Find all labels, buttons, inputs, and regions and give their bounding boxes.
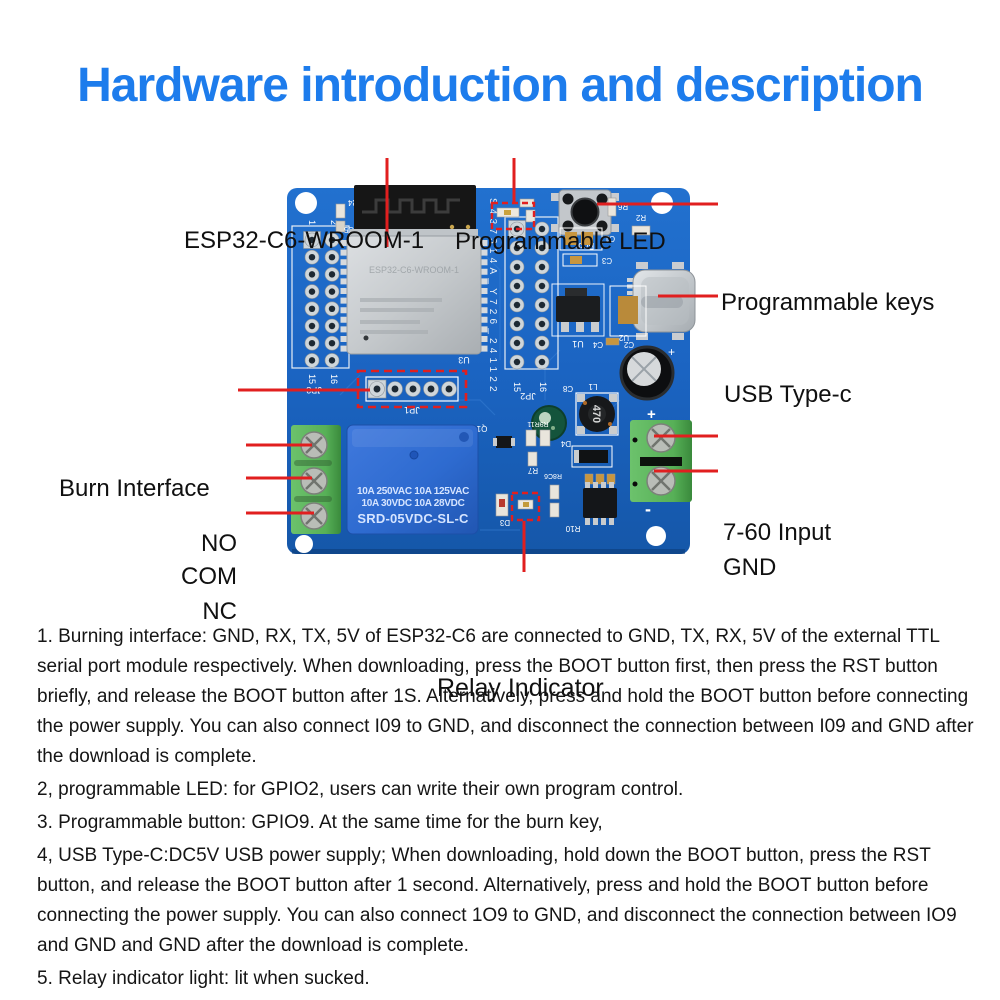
serial-silkscreen: S437314A_Y726_241122 xyxy=(487,198,498,396)
silkscreen-r8c6: R8C6 xyxy=(544,472,562,479)
silkscreen-cap-plus: + xyxy=(668,345,675,359)
silkscreen-r2: R2 xyxy=(635,213,646,222)
description-text: 1. Burning interface: GND, RX, TX, 5V of… xyxy=(37,622,982,997)
silkscreen-jp1: JP1 xyxy=(404,405,420,415)
shield-etched-text: ESP32-C6-WROOM-1 xyxy=(369,265,459,275)
silkscreen-pin1: 1 xyxy=(307,220,317,225)
callout-label-7-60-input: 7-60 Input xyxy=(723,519,832,546)
silkscreen-u1: U1 xyxy=(572,339,584,349)
shield-etched-lines xyxy=(360,298,442,334)
callout-label-burn-interface: Burn Interface xyxy=(59,475,210,502)
relay-rating-line2: 10A 30VDC 10A 28VDC xyxy=(361,498,464,509)
callout-label-gnd: GND xyxy=(723,554,777,581)
silkscreen-c8: C8 xyxy=(562,384,573,393)
callout-label-relay-indicator: Relay Indicator xyxy=(437,674,604,702)
callout-label-com: COM xyxy=(181,563,237,590)
silkscreen-c1: C1 xyxy=(604,234,615,243)
boot-button: Boot xyxy=(551,189,619,251)
electrolytic-capacitor: + xyxy=(619,345,675,401)
jp1-burn-header: JP1 xyxy=(356,369,468,415)
page-title: Hardware introduction and description xyxy=(77,59,924,113)
silkscreen-minus: - xyxy=(645,499,651,519)
silkscreen-c2: C2 xyxy=(623,340,634,349)
relay-model-text: SRD-05VDC-SL-C xyxy=(357,511,469,526)
description-paragraph-3: 3. Programmable button: GPIO9. At the sa… xyxy=(37,812,603,833)
silkscreen-jp2-15: 15 xyxy=(512,382,522,392)
usb-c-port: U2 C4 xyxy=(592,262,696,349)
silkscreen-u2: U2 xyxy=(618,333,629,342)
description-paragraph-5: 5. Relay indicator light: lit when sucke… xyxy=(37,968,370,989)
callout-lines xyxy=(238,158,718,572)
silkscreen-r6: R6 xyxy=(617,202,628,211)
jp1-highlight-box xyxy=(356,369,468,409)
regulator-u1: U1 xyxy=(551,283,605,349)
relay-rating-line1: 10A 250VAC 10A 125VAC xyxy=(357,486,469,497)
silkscreen-470: 470 xyxy=(590,405,602,423)
silkscreen-plus: + xyxy=(647,406,656,423)
silkscreen-pin2: 2 xyxy=(329,220,339,225)
silkscreen-c4: C4 xyxy=(592,340,603,349)
antenna-meander xyxy=(362,198,460,214)
mounting-hole xyxy=(646,526,666,546)
relay-indicator-led: D3 xyxy=(495,491,541,527)
silkscreen-r7: R7 xyxy=(527,466,538,475)
description-paragraph-1: 1. Burning interface: GND, RX, TX, 5V of… xyxy=(37,626,974,767)
silkscreen-pin16: 16 xyxy=(329,374,339,384)
description-paragraph-2: 2, programmable LED: for GPIO2, users ca… xyxy=(37,779,684,800)
silkscreen-l1: L1 xyxy=(588,382,597,391)
metal-shield xyxy=(346,235,482,355)
relay: 10A 250VAC 10A 125VAC 10A 30VDC 10A 28VD… xyxy=(346,424,479,535)
power-terminal-block: + - xyxy=(630,406,692,519)
top-left-passives: R4 C5 xyxy=(335,198,358,234)
capacitor-c2: C2 xyxy=(609,285,647,349)
callout-label-esp32: ESP32-C6-WROOM-1 xyxy=(184,227,425,254)
jp1-holes xyxy=(367,379,457,399)
silkscreen-q1: Q1 xyxy=(476,424,487,433)
silkscreen-pin15: 15 xyxy=(307,374,317,384)
silkscreen-c5: C5 xyxy=(343,225,354,234)
silkscreen-u3: U3 xyxy=(458,355,470,365)
board-illustration: 1 2 15 16 JP3 R4 C5 xyxy=(238,158,718,572)
passives-cluster-top: C1 C3 R6 R2 xyxy=(559,197,651,267)
callout-label-programmable-led: Programmable LED xyxy=(455,228,666,255)
silkscreen-jp2-16: 16 xyxy=(538,382,548,392)
silkscreen-r4: R4 xyxy=(347,198,358,207)
callout-label-nc: NC xyxy=(202,598,237,625)
silkscreen-r9r11: R9R11 xyxy=(527,420,548,427)
hardware-diagram: 1 2 15 16 JP3 R4 C5 xyxy=(0,100,1000,702)
silkscreen-jp2: JP2 xyxy=(520,391,536,401)
silkscreen-c3: C3 xyxy=(601,256,612,265)
mounting-hole xyxy=(295,535,313,553)
callout-label-usb-type-c: USB Type-c xyxy=(724,381,852,408)
transistor-cluster: Q1 R9R11 R7 xyxy=(476,420,551,475)
description-paragraph-4: 4, USB Type-C:DC5V USB power supply; Whe… xyxy=(37,845,957,956)
antenna xyxy=(354,185,476,233)
silkscreen-r10: R10 xyxy=(565,524,580,533)
mounting-hole xyxy=(295,192,317,214)
left-pin-header-holes xyxy=(303,231,340,368)
callout-label-no: NO xyxy=(201,530,237,557)
soic-chip: R8C6 R10 xyxy=(544,472,617,533)
silkscreen-d4: D4 xyxy=(560,439,571,448)
esp32-module: ESP32-C6-WROOM-1 U3 xyxy=(340,185,488,365)
silkscreen-d3: D3 xyxy=(499,518,510,527)
diode-d4: D4 xyxy=(560,439,613,468)
relay-terminal-block xyxy=(291,425,341,534)
inductor-l1: 470 L1 C8 xyxy=(562,382,619,436)
callout-label-programmable-keys: Programmable keys xyxy=(721,289,935,316)
relay-indicator-highlight-box xyxy=(510,491,541,522)
silkscreen-boot: Boot xyxy=(575,241,594,251)
